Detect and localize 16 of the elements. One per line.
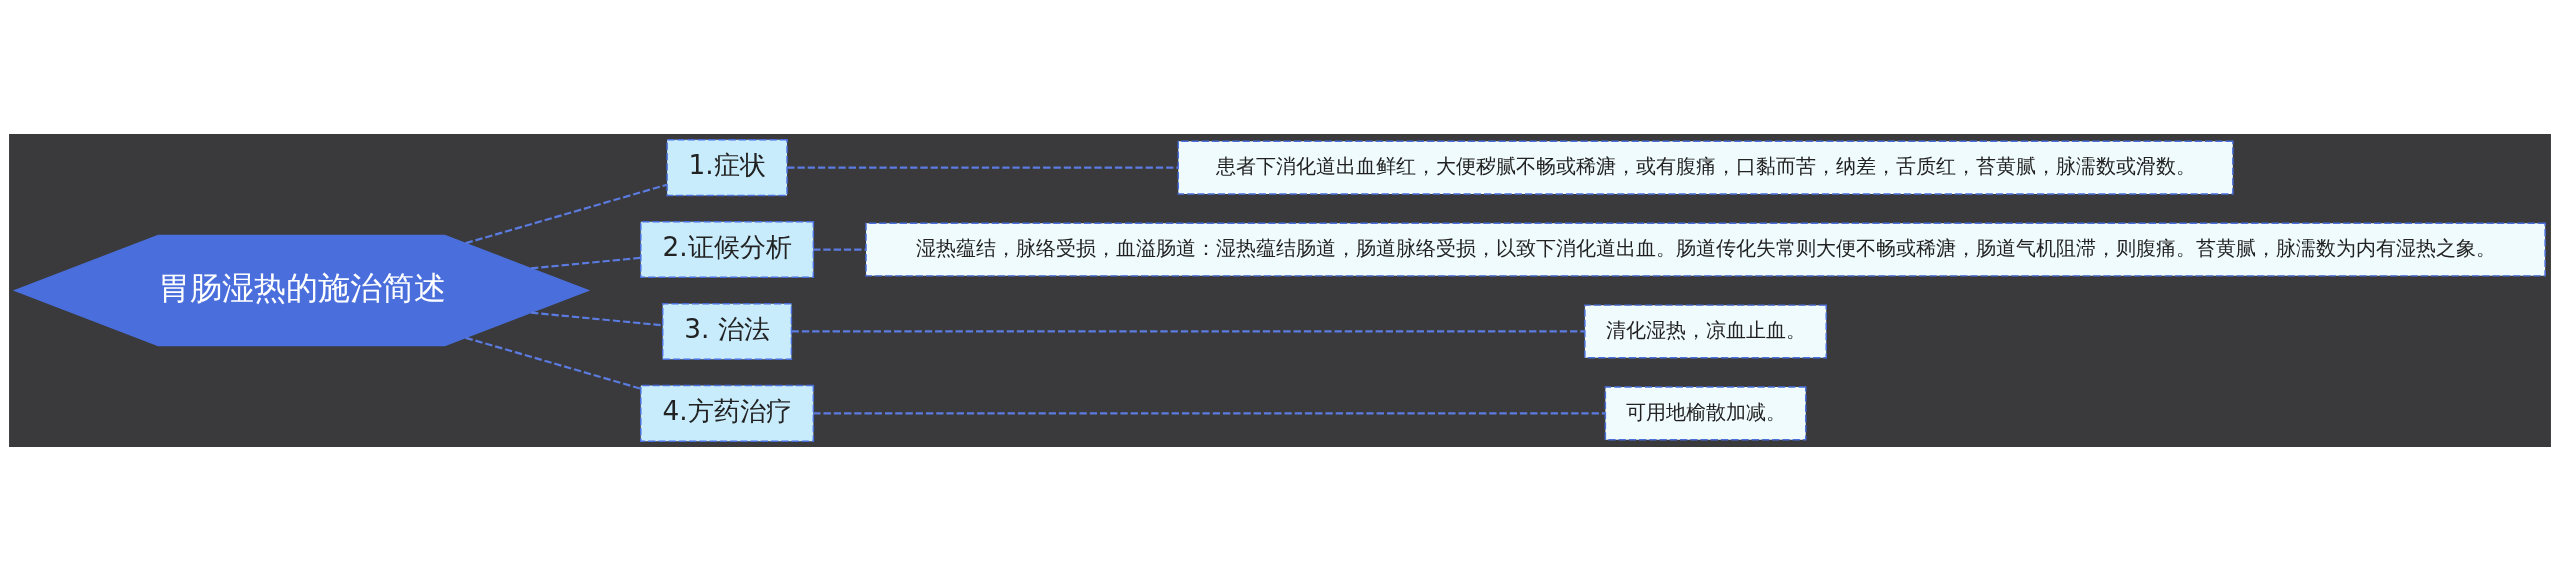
node-box: 1.症状 [666, 139, 788, 197]
connector [813, 248, 866, 251]
node-box: 4.方药治疗 [640, 384, 815, 442]
connector [530, 311, 663, 327]
node-box: 湿热蕴结，脉络受损，血溢肠道：湿热蕴结肠道，肠道脉络受损，以致下消化道出血。肠道传化失常则大便不畅或稀溏，肠道气机阻滞，则腹痛。苔黄腻，脉濡数为内有湿热之象。 [865, 222, 2546, 277]
node-box: 患者下消化道出血鲜红，大便秽腻不畅或稀溏，或有腹痛，口黏而苦，纳差，舌质红，苔黄腻，脉濡数或滑数。 [1177, 140, 2234, 195]
connector [787, 166, 1178, 169]
node-box: 可用地榆散加减。 [1604, 386, 1807, 441]
node-box: 清化湿热，凉血止血。 [1584, 304, 1827, 359]
node-box: 2.证候分析 [640, 221, 815, 279]
connector [465, 336, 641, 390]
connector [813, 412, 1606, 415]
node-box: 3. 治法 [662, 302, 793, 360]
connector [530, 256, 641, 270]
connector [465, 183, 668, 245]
connector [791, 330, 1585, 333]
